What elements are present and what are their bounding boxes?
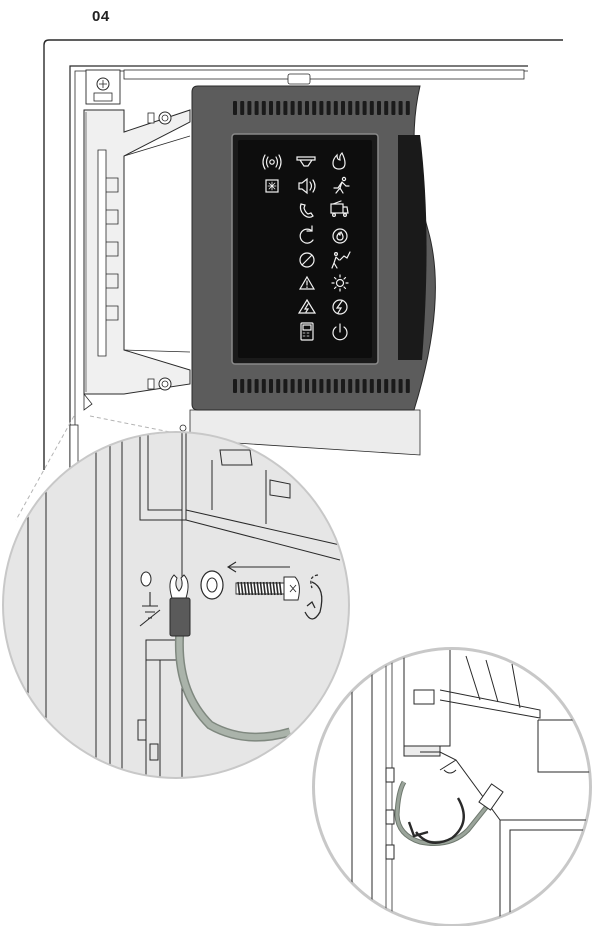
speaker-icon	[298, 177, 316, 195]
vent-slot	[362, 101, 367, 115]
evacuation-running-person-icon	[333, 176, 350, 194]
vent-slot	[405, 101, 410, 115]
vent-slot	[247, 101, 252, 115]
fault-box-icon	[265, 179, 279, 193]
power-bolt-icon	[332, 299, 348, 315]
vent-slot	[348, 379, 353, 393]
reset-arrow-icon	[299, 225, 314, 244]
vent-slot	[384, 379, 389, 393]
vent-slot	[326, 101, 331, 115]
vent-slot	[283, 379, 288, 393]
vent-slot	[405, 379, 410, 393]
ring-lug-fork	[169, 574, 189, 599]
vent-slot	[312, 101, 317, 115]
vent-slot	[369, 379, 374, 393]
tighten-rotation-arrow	[304, 581, 323, 620]
vent-slot	[391, 379, 396, 393]
enclosure-view	[43, 39, 563, 470]
vent-slot	[305, 101, 309, 115]
magnifier-guide-line	[89, 415, 231, 445]
vent-slot	[276, 379, 281, 393]
enclosure-outer-frame	[43, 39, 563, 470]
vent-slot	[297, 101, 302, 115]
threaded-hole	[140, 571, 152, 587]
earth-connection-detail	[2, 431, 350, 779]
power-on-off-icon	[332, 323, 348, 341]
extinguisher-icon	[332, 228, 348, 244]
vent-slot	[362, 379, 367, 393]
vent-slot	[297, 379, 302, 393]
fire-flame-icon	[332, 151, 346, 170]
test-person-icon	[331, 251, 351, 269]
magnifier-guide-line	[15, 415, 75, 521]
alarm-sounder-icon	[262, 154, 282, 170]
disabled-circle-slash-icon	[299, 252, 315, 268]
vent-slot	[384, 101, 389, 115]
insert-direction-arrow	[226, 561, 290, 573]
vent-slot	[269, 379, 273, 393]
earth-ground-symbol	[139, 592, 161, 627]
vent-slot	[355, 101, 360, 115]
screw-icon	[235, 576, 300, 601]
vent-slot	[377, 379, 381, 393]
vent-slot	[377, 101, 381, 115]
vent-slot	[319, 379, 324, 393]
vent-slot	[283, 101, 288, 115]
vent-slot	[261, 101, 266, 115]
vent-slot	[333, 379, 338, 393]
route-cable-arrow	[415, 797, 465, 844]
panel-icon-grid	[262, 151, 351, 341]
vent-slot	[398, 101, 403, 115]
vent-slot	[355, 379, 360, 393]
vent-slot	[319, 101, 324, 115]
ring-lug-crimp	[169, 597, 191, 637]
smoke-detector-icon	[296, 156, 316, 167]
vent-slot	[341, 101, 345, 115]
vent-slot	[333, 101, 338, 115]
vent-slot	[254, 379, 259, 393]
vent-slot	[290, 379, 295, 393]
step-number: 04	[92, 8, 110, 25]
vent-slot	[369, 101, 374, 115]
vent-slot	[269, 101, 273, 115]
vent-slot	[247, 379, 252, 393]
vent-slot	[261, 379, 266, 393]
vent-slot	[326, 379, 331, 393]
phone-icon	[299, 203, 314, 218]
warning-lightning-triangle-icon	[297, 298, 317, 314]
vent-slots-top	[233, 101, 410, 115]
vent-slot	[290, 101, 295, 115]
vent-slot	[312, 379, 317, 393]
vent-slot	[240, 101, 245, 115]
light-sun-icon	[331, 274, 349, 292]
vent-slot	[240, 379, 245, 393]
device-controller-icon	[300, 322, 314, 341]
vent-slot	[276, 101, 281, 115]
vent-slot	[233, 379, 237, 393]
vent-slots-bottom	[233, 379, 410, 393]
vent-slot	[233, 101, 237, 115]
vent-slot	[391, 101, 396, 115]
vent-slot	[398, 379, 403, 393]
cable-routing-detail	[312, 647, 592, 926]
fire-truck-icon	[330, 200, 349, 218]
vent-slot	[348, 101, 353, 115]
vent-slot	[305, 379, 309, 393]
vent-slot	[254, 101, 259, 115]
vent-slot	[341, 379, 345, 393]
warning-triangle-icon	[298, 275, 316, 290]
hinge-bracket	[83, 109, 191, 395]
